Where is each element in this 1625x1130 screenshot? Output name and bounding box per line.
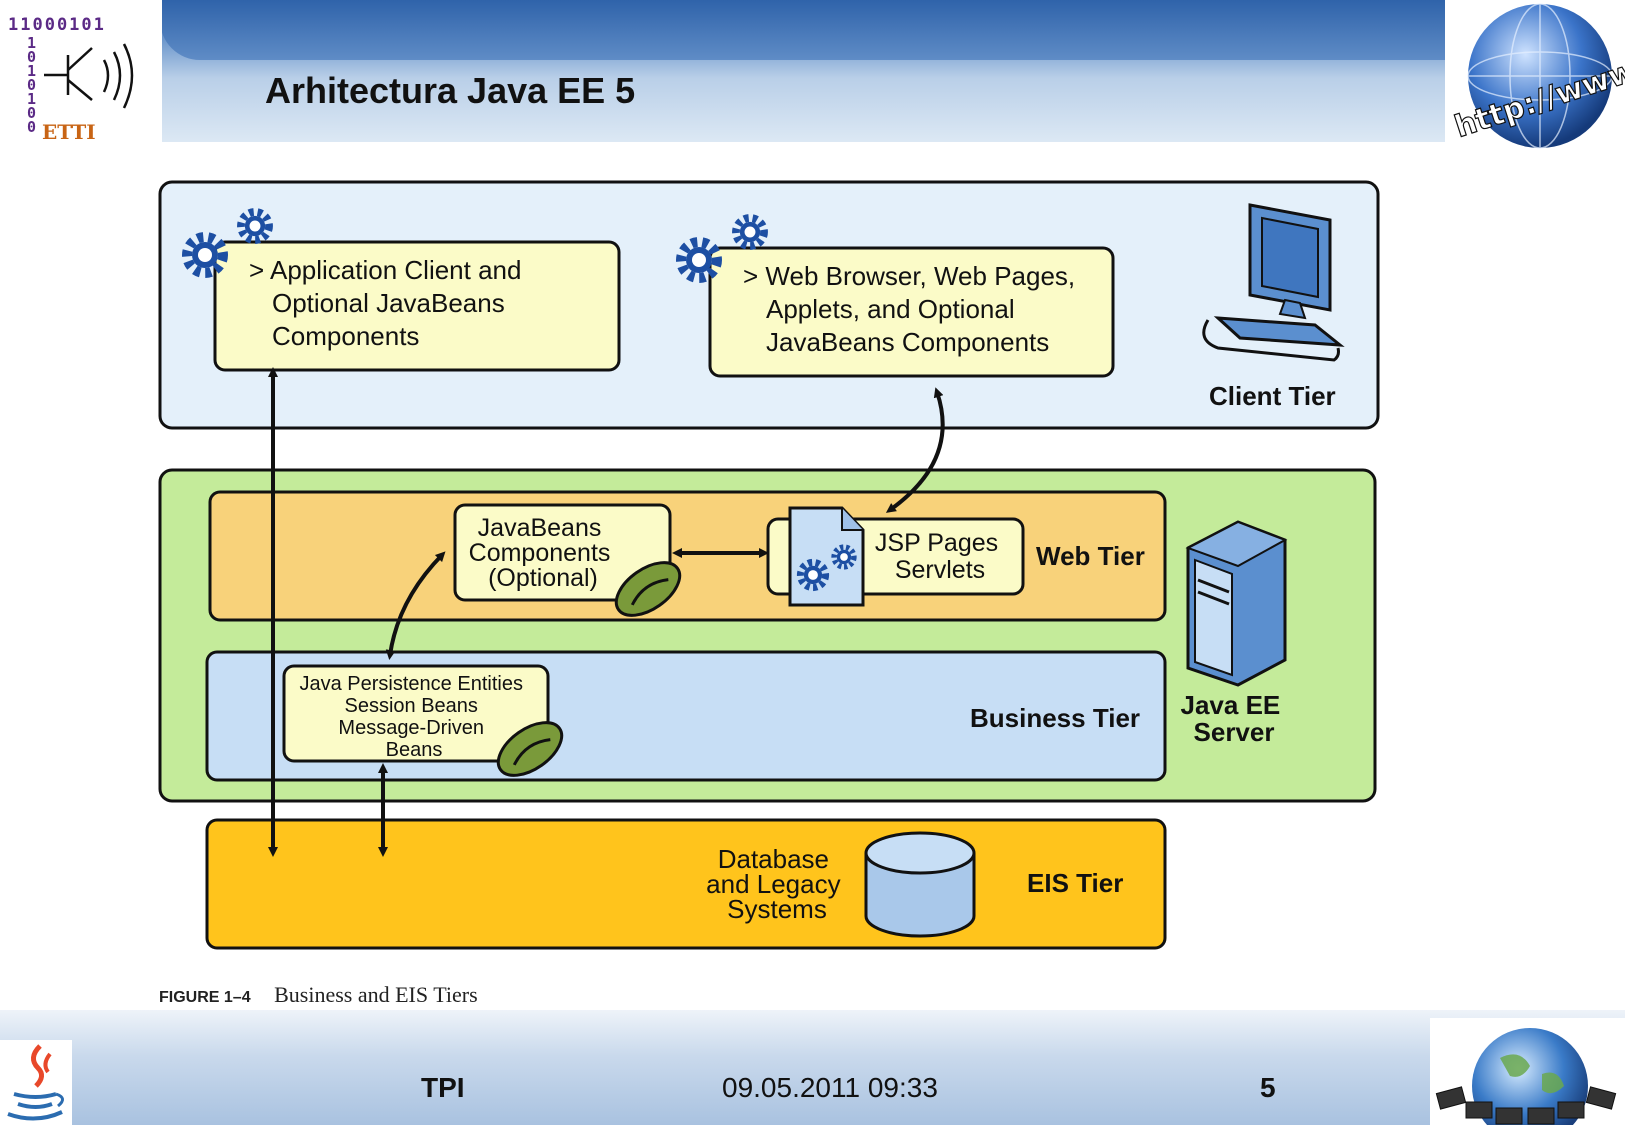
javabeans-line-2: Components — [469, 539, 611, 567]
footer-date: 09.05.2011 09:33 — [722, 1072, 938, 1103]
footer-band — [0, 1010, 1625, 1125]
network-globe-image — [1430, 1018, 1625, 1130]
svg-text:Java EE Server: Java EE Server — [1181, 690, 1288, 747]
business-tier-label: Business Tier — [970, 703, 1140, 733]
svg-text:> Web Browser, Web Pages,: > Web Browser, Web Pages, Applets, and O… — [743, 261, 1082, 357]
slide-title: Arhitectura Java EE 5 — [265, 70, 636, 111]
web-browser-box — [708, 246, 1115, 378]
web-browser-line-1: > Web Browser, Web Pages, — [743, 261, 1075, 291]
java-logo — [0, 1040, 72, 1125]
logo-bit-7: 0 — [27, 118, 36, 136]
javabeans-components-box — [453, 503, 672, 602]
footer-page-number: 5 — [1260, 1072, 1276, 1103]
server-label-line-2: Server — [1194, 717, 1275, 747]
web-browser-line-3: JavaBeans Components — [766, 327, 1049, 357]
app-client-line-1: > Application Client and — [249, 255, 521, 285]
figure-caption: FIGURE 1–4 Business and EIS Tiers — [159, 982, 478, 1008]
header-band — [0, 0, 1625, 142]
javabeans-line-1: JavaBeans — [478, 514, 602, 542]
logo-bit-3: 1 — [27, 62, 36, 80]
jsp-line-2: Servlets — [895, 556, 985, 584]
business-line-3: Message-Driven — [338, 717, 484, 739]
web-globe-image: http://www — [1445, 0, 1625, 166]
logo-bits-top: 11000101 — [8, 15, 106, 35]
desktop-computer-icon — [1202, 203, 1345, 362]
bean-icon — [614, 561, 682, 617]
svg-text:Java Persistence Entities: Java Persistence Entities Session Beans … — [300, 673, 529, 761]
logo-bit-2: 0 — [27, 48, 36, 66]
header-wave — [160, 0, 1460, 60]
eis-tier-label: EIS Tier — [1027, 868, 1123, 898]
app-client-line-2: Optional JavaBeans — [272, 288, 505, 318]
app-client-box — [213, 240, 621, 372]
footer-course: TPI — [421, 1072, 465, 1103]
logo-bit-4: 0 — [27, 76, 36, 94]
transistor-icon — [44, 43, 134, 109]
web-tier-label: Web Tier — [1036, 541, 1145, 571]
app-client-line-3: Components — [272, 321, 419, 351]
business-line-4: Beans — [386, 739, 443, 761]
svg-text:JSP Pages Servlets: JSP Pages Servlets — [875, 529, 1005, 584]
business-line-1: Java Persistence Entities — [300, 673, 523, 695]
javabeans-business-arrow — [385, 551, 446, 660]
architecture-diagram: > Application Client and Optional JavaBe… — [150, 176, 1388, 1014]
logo-bit-5: 1 — [27, 90, 36, 108]
logo-label: ETTI — [42, 120, 96, 142]
logo-bit-1: 1 — [27, 34, 36, 52]
business-components-box — [282, 664, 550, 763]
figure-caption-text: Business and EIS Tiers — [274, 982, 478, 1007]
javabeans-line-3: (Optional) — [488, 564, 598, 592]
database-line-3: Systems — [727, 894, 827, 924]
svg-text:Database and Legacy: Database and Legacy Systems — [706, 844, 848, 924]
server-tower-icon — [1185, 520, 1288, 687]
etti-logo: 11000101 1 0 1 0 1 0 0 ETTI — [0, 0, 162, 144]
browser-web-arrow — [885, 387, 945, 513]
client-tier-label: Client Tier — [1209, 381, 1336, 411]
jsp-line-1: JSP Pages — [875, 529, 998, 557]
database-line-2: and Legacy — [706, 869, 840, 899]
logo-bit-6: 0 — [27, 104, 36, 122]
bean-icon — [496, 721, 564, 777]
figure-number: FIGURE 1–4 — [159, 989, 251, 1006]
svg-text:> Application Client and: > Application Client and Optional JavaBe… — [249, 255, 529, 351]
server-label-line-1: Java EE — [1181, 690, 1281, 720]
eis-tier-box — [205, 818, 1167, 950]
document-gears-icon — [788, 506, 865, 607]
database-line-1: Database — [718, 844, 829, 874]
web-browser-line-2: Applets, and Optional — [766, 294, 1015, 324]
database-cylinder-icon — [864, 831, 976, 938]
svg-text:JavaBeans Components: JavaBeans Components (Optional) — [469, 514, 618, 592]
business-line-2: Session Beans — [345, 695, 478, 717]
